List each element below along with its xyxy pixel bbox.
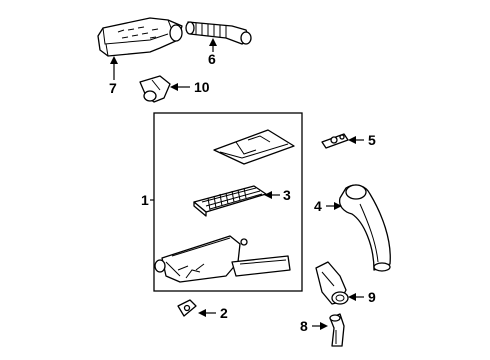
- callout-3: 3: [283, 187, 291, 203]
- callout-9: 9: [368, 289, 376, 305]
- callout-7: 7: [109, 80, 117, 96]
- part-2-bracket: [177, 299, 197, 317]
- callout-10: 10: [194, 79, 210, 95]
- part-8-small-hose: [329, 313, 345, 347]
- air-cleaner-housing: [154, 235, 291, 283]
- assembly-frame: [153, 112, 303, 292]
- part-6-intake-hose: [185, 21, 252, 45]
- part-7-resonator: [97, 17, 183, 57]
- leader-lines: [110, 38, 364, 330]
- part-3-filter-element: [193, 185, 267, 217]
- callout-4: 4: [314, 198, 322, 214]
- callout-2: 2: [220, 305, 228, 321]
- callout-5: 5: [368, 132, 376, 148]
- part-10-elbow-connector: [139, 75, 171, 103]
- part-9-elbow-duct: [315, 261, 349, 305]
- callout-8: 8: [300, 318, 308, 334]
- callout-6: 6: [208, 51, 216, 67]
- part-4-duct-hose: [338, 184, 391, 272]
- air-cleaner-cover: [213, 129, 295, 165]
- part-5-clip: [321, 133, 349, 149]
- callout-1: 1: [141, 192, 149, 208]
